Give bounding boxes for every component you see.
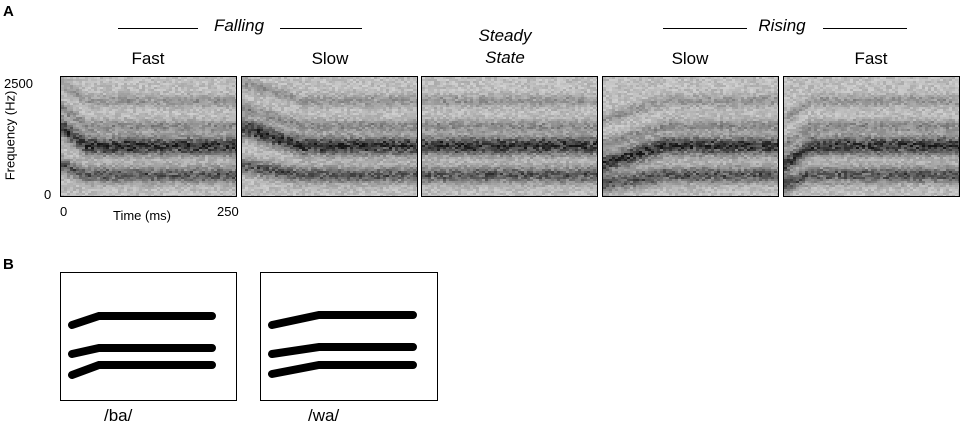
falling-label: Falling (213, 16, 265, 35)
formant-f2-ba (68, 344, 216, 358)
spectrogram-falling-fast (60, 76, 237, 197)
falling-line-left (118, 28, 198, 29)
formant-f1-wa (268, 361, 417, 378)
spectrogram-rising-slow (602, 76, 779, 197)
schematic-wa-formants (268, 311, 417, 378)
formant-f1-ba (68, 361, 216, 379)
rising-line-left (663, 28, 747, 29)
syllable-wa: /wa/ (308, 406, 340, 425)
y-tick-min: 0 (44, 187, 52, 202)
condition-label-falling-slow: Slow (311, 49, 349, 68)
falling-line-right (280, 28, 362, 29)
spectrogram-falling-fast-image (61, 77, 236, 196)
spectrogram-falling-slow (241, 76, 418, 197)
x-tick-max: 250 (217, 204, 239, 219)
x-axis-label: Time (ms) (113, 208, 172, 223)
schematic-ba (60, 272, 237, 401)
panel-b-letter: B (3, 256, 14, 273)
y-axis-label: Frequency (Hz) (2, 90, 18, 181)
formant-f3-ba (68, 312, 216, 329)
spectrogram-rising-fast (783, 76, 960, 197)
rising-line-right (823, 28, 907, 29)
spectrogram-rising-slow-image (603, 77, 778, 196)
panel-a-letter: A (3, 3, 14, 20)
syllable-ba: /ba/ (104, 406, 133, 425)
schematic-wa (260, 272, 438, 401)
spectrogram-falling-slow-image (242, 77, 417, 196)
x-tick-min: 0 (60, 204, 68, 219)
formant-f3-wa (268, 311, 417, 329)
y-tick-max: 2500 (4, 76, 33, 91)
formant-f2-wa (268, 343, 417, 358)
condition-label-rising-slow: Slow (671, 49, 709, 68)
spectrogram-steady-state (421, 76, 598, 197)
rising-label: Rising (758, 16, 806, 35)
condition-label-rising-fast: Fast (854, 49, 888, 68)
schematic-ba-formants (68, 312, 216, 379)
condition-label-falling-fast: Fast (131, 49, 165, 68)
spectrogram-rising-fast-image (784, 77, 959, 196)
spectrogram-steady-state-image (422, 77, 597, 196)
